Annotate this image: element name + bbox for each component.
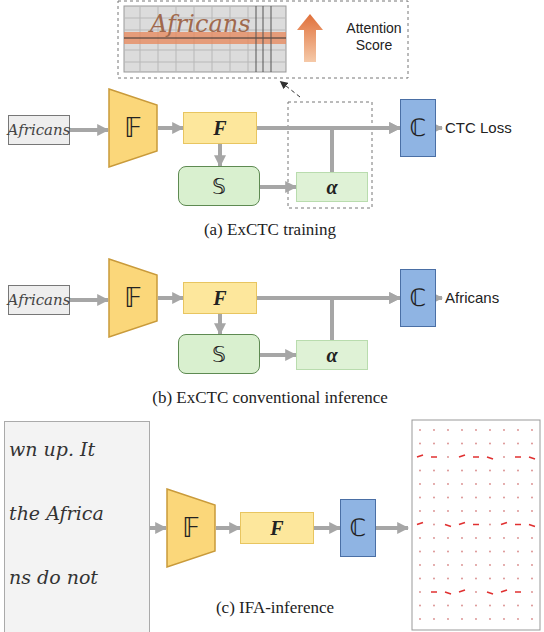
flow-arrow [70,128,108,132]
loss-label: CTC Loss [445,119,512,136]
axis-label: Attention Score [328,20,420,54]
node-text: 𝔽 [182,513,200,543]
flow-arrow [70,298,108,302]
flow-arrow [332,298,400,340]
flow-arrow [158,296,183,300]
classifier-box: ℂ [400,99,436,157]
flow-arrow [332,128,400,172]
output-arrow [436,126,442,130]
encoder-trapezoid: 𝔽 [166,488,216,568]
handwritten-line: wn up. It [9,438,95,460]
output-text: Africans [445,289,499,306]
feature-box: F [183,282,257,314]
trapezoid-shape [109,259,157,337]
output-map [412,420,540,630]
attention-map [124,6,286,72]
node-text: Africans [8,121,71,139]
prediction-dots [417,429,535,620]
feature-box: F [183,112,257,144]
node-text: F [213,117,226,140]
flow-arrow [218,144,222,166]
feature-box: F [240,512,314,544]
handwriting-sample: Africans [150,10,250,38]
node-text: ℂ [410,284,427,312]
input-image: Africans [8,115,70,145]
flow-arrow [158,126,183,130]
node-text: 𝕊 [212,174,226,199]
panel-caption: (a) ExCTC training [90,220,450,240]
encoder-trapezoid: 𝔽 [108,258,158,338]
classifier-box: ℂ [340,499,376,557]
flow-arrow [150,526,166,530]
node-text: 𝔽 [124,283,142,313]
output-arrow [436,296,442,300]
output-arrow [376,526,408,530]
handwritten-line: the Africa [9,502,104,524]
node-text: Africans [8,291,71,309]
flow-arrow [260,353,296,357]
handwritten-line: ns do not [9,566,98,588]
flow-arrow [260,185,296,189]
node-text: F [270,517,283,540]
leader-line [281,82,300,97]
scorer-box: 𝕊 [178,166,260,206]
node-text: 𝕊 [212,342,226,367]
attention-box: α [296,172,368,202]
trapezoid-shape [167,489,215,567]
trapezoid-shape [109,89,157,167]
panel-caption: (b) ExCTC conventional inference [90,388,450,408]
attention-box: α [296,340,368,370]
page-image: wn up. It the Africa ns do not [4,421,150,632]
flow-arrow [314,526,340,530]
panel-caption: (c) IFA-inference [160,598,390,618]
node-text: ℂ [410,114,427,142]
scorer-box: 𝕊 [178,334,260,374]
node-text: α [326,344,337,367]
flow-arrow [216,526,240,530]
encoder-trapezoid: 𝔽 [108,88,158,168]
node-text: F [213,287,226,310]
score-arrow [297,14,323,62]
flow-arrow [218,314,222,334]
node-text: α [326,176,337,199]
classifier-box: ℂ [400,269,436,327]
node-text: 𝔽 [124,113,142,143]
node-text: ℂ [350,514,367,542]
input-image: Africans [8,285,70,315]
